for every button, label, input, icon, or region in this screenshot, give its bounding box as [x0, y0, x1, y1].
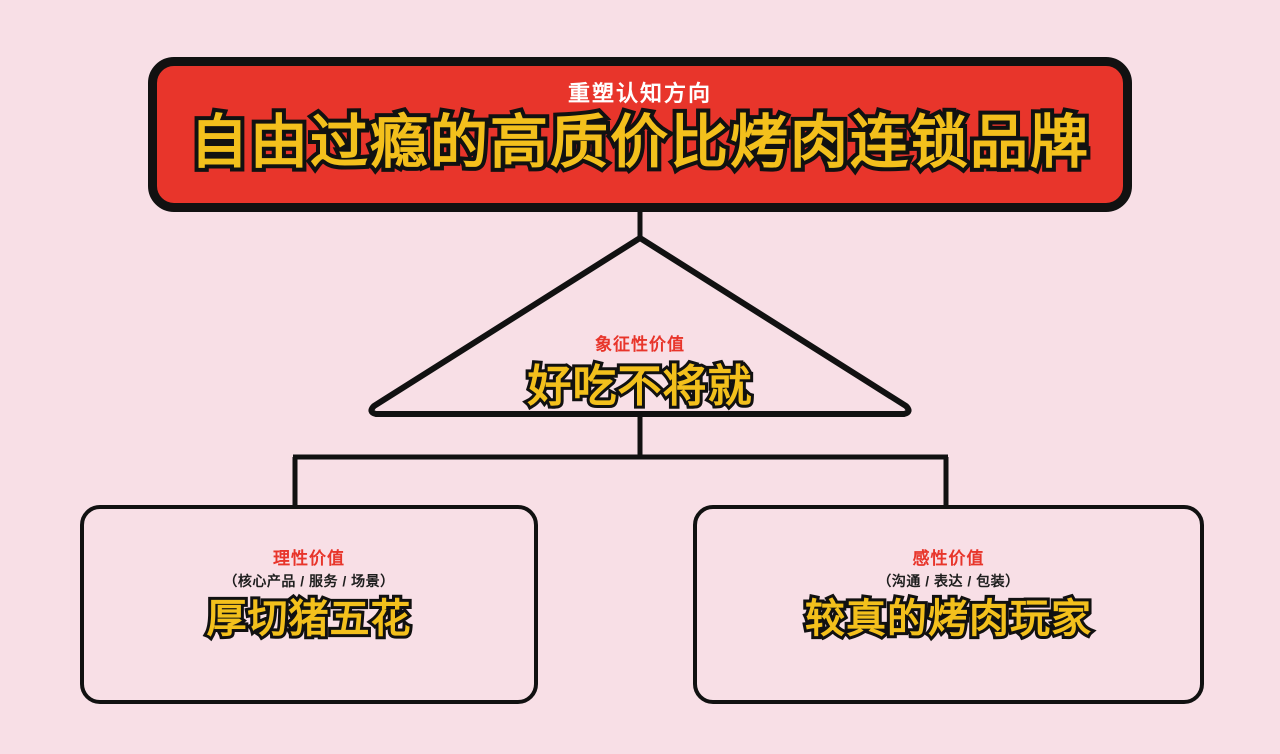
symbolic-value-triangle: 象征性价值 好吃不将就: [360, 228, 920, 424]
rational-value-label: 理性价值: [273, 549, 345, 568]
emotional-value-subtitle: （沟通 / 表达 / 包装）: [877, 573, 1020, 590]
rational-value-subtitle: （核心产品 / 服务 / 场景）: [223, 573, 395, 590]
banner-headline: 自由过瘾的高质价比烤肉连锁品牌: [186, 108, 1092, 177]
rational-value-card: 理性价值 （核心产品 / 服务 / 场景） 厚切猪五花: [80, 505, 538, 704]
emotional-value-label: 感性价值: [912, 549, 985, 568]
banner-eyebrow: 重塑认知方向: [567, 81, 712, 106]
triangle-headline: 好吃不将就: [525, 360, 755, 412]
triangle-label: 象征性价值: [595, 335, 685, 355]
triangle-outline: [368, 235, 912, 417]
emotional-value-card: 感性价值 （沟通 / 表达 / 包装） 较真的烤肉玩家: [693, 505, 1204, 704]
top-banner: 重塑认知方向 自由过瘾的高质价比烤肉连锁品牌: [148, 57, 1132, 212]
triangle-content: 象征性价值 好吃不将就: [360, 228, 920, 424]
emotional-value-headline: 较真的烤肉玩家: [802, 595, 1094, 643]
rational-value-headline: 厚切猪五花: [204, 595, 414, 643]
